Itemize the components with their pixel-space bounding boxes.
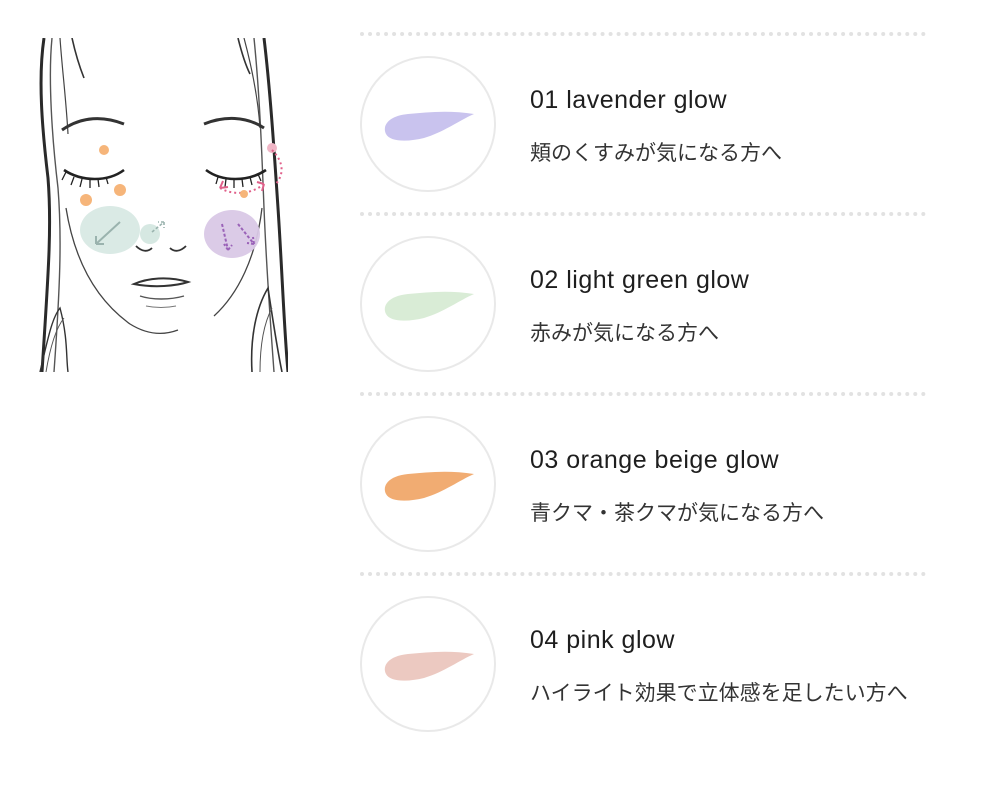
lavender-swatch-icon xyxy=(384,111,474,141)
divider xyxy=(360,572,926,576)
light-green-swatch-icon xyxy=(384,291,474,321)
item-description: 赤みが気になる方へ xyxy=(530,321,719,345)
item-description: ハイライト効果で立体感を足したい方へ xyxy=(530,681,908,705)
swatch-circle xyxy=(360,56,496,192)
swatch-circle xyxy=(360,596,496,732)
face-illustration xyxy=(38,38,288,372)
color-list: 01 lavender glow 頬のくすみが気になる方へ 02 light g… xyxy=(360,32,926,760)
orange-beige-swatch-icon xyxy=(384,471,474,501)
swatch-circle xyxy=(360,236,496,372)
swatch-circle xyxy=(360,416,496,552)
item-title: 01 lavender glow xyxy=(530,86,728,114)
color-item-lavender: 01 lavender glow 頬のくすみが気になる方へ xyxy=(360,36,926,212)
item-title: 03 orange beige glow xyxy=(530,446,780,474)
item-description: 頬のくすみが気になる方へ xyxy=(530,141,782,165)
divider xyxy=(360,32,926,36)
face-drawing xyxy=(39,38,288,372)
divider xyxy=(360,212,926,216)
pink-swatch-icon xyxy=(384,651,474,681)
item-title: 04 pink glow xyxy=(530,626,675,654)
item-description: 青クマ・茶クマが気になる方へ xyxy=(530,501,824,525)
color-item-pink: 04 pink glow ハイライト効果で立体感を足したい方へ xyxy=(360,576,926,760)
color-item-light-green: 02 light green glow 赤みが気になる方へ xyxy=(360,216,926,392)
divider xyxy=(360,392,926,396)
color-item-orange-beige: 03 orange beige glow 青クマ・茶クマが気になる方へ xyxy=(360,396,926,572)
item-title: 02 light green glow xyxy=(530,266,750,294)
